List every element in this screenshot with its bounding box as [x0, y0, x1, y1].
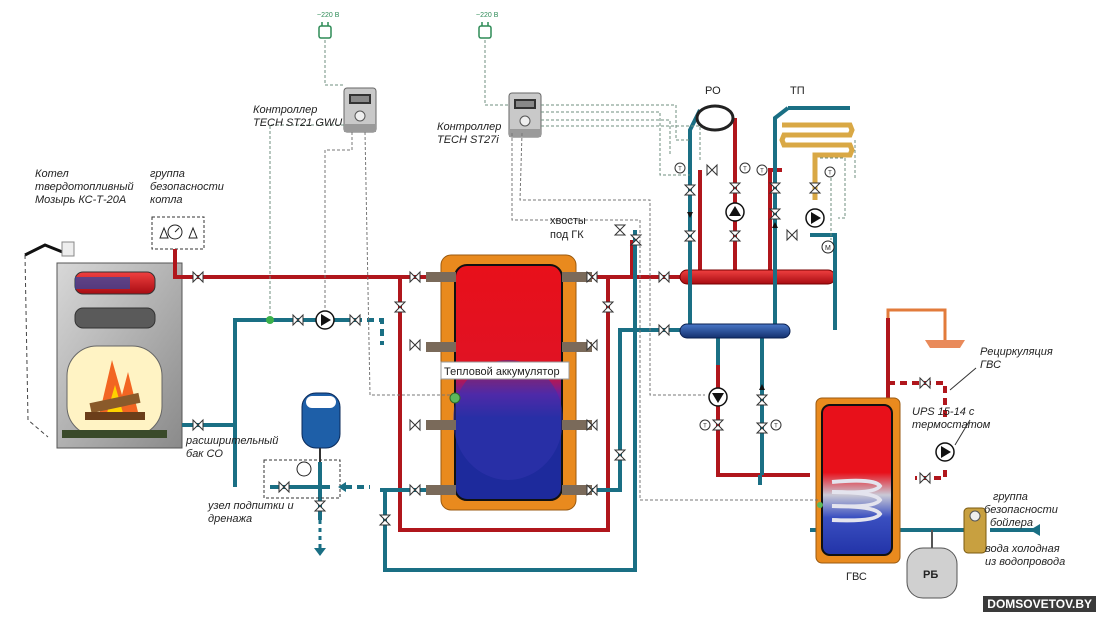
radiator-pump [725, 202, 745, 222]
power-label-2: ~220 В [476, 12, 499, 19]
heat-accumulator [426, 254, 592, 511]
boiler-safety-group [151, 216, 205, 250]
return-pipes [182, 106, 1040, 572]
boiler-sensor [266, 316, 274, 324]
cold-water-inlet-arrow [1030, 524, 1040, 536]
power-plug-icon [478, 22, 492, 39]
recirc-pump [935, 442, 955, 462]
boiler [24, 241, 183, 449]
dhw-safety-line2: безопасности [984, 504, 1058, 516]
watermark: DOMSOVETOV.BY [983, 596, 1096, 612]
motor-label: M [825, 245, 831, 252]
boiler-label-line3: Мозырь КС-Т-20А [35, 194, 126, 206]
boiler-label-line1: Котел [35, 168, 69, 180]
controller2-line2: TECH ST27i [437, 134, 499, 146]
radiator-label: РО [705, 85, 721, 97]
makeup-gauge-icon [296, 461, 312, 477]
cold-water-line1: вода холодная [985, 543, 1060, 555]
makeup-arrow [338, 482, 346, 492]
check-valve [687, 212, 693, 218]
controller1-line1: Контроллер [253, 104, 317, 116]
ups-pump-line2: термостатом [912, 419, 991, 431]
boiler-safety-line2: безопасности [150, 181, 224, 193]
controller1-line2: TECH ST21 GWU [253, 117, 342, 129]
ups-pump-line1: UPS 15-14 с [912, 406, 975, 418]
floor-heating-coil [779, 106, 855, 200]
dhw-safety-group [963, 507, 987, 554]
dhw-safety-line1: группа [993, 491, 1028, 503]
shower-head-icon [925, 340, 965, 348]
dhw-recirc-line2: ГВС [980, 359, 1001, 371]
expansion-tank [301, 392, 341, 462]
makeup-line2: дренажа [208, 513, 252, 525]
power-label-1: ~220 В [317, 12, 340, 19]
check-valve [772, 222, 778, 228]
boiler-safety-line1: группа [150, 168, 185, 180]
expansion-tank-line2: бак СО [186, 448, 223, 460]
hot-collector [679, 269, 836, 285]
dhw-shower-pipe [886, 308, 947, 330]
control-wiring [269, 40, 856, 501]
makeup-line1: узел подпитки и [207, 500, 294, 512]
controller-st21 [343, 87, 377, 133]
mixing-valve-motor [821, 240, 835, 254]
floor-pump [805, 208, 825, 228]
dhw-recirc-line1: Рециркуляция [980, 346, 1053, 358]
tails-line2: под ГК [550, 229, 584, 241]
dhw-safety-line3: бойлера [990, 517, 1033, 529]
controller2-line1: Контроллер [437, 121, 501, 133]
buffer-vessel [906, 530, 958, 599]
accumulator-sensor [449, 392, 461, 404]
dhw-label: ГВС [846, 571, 867, 583]
dhw-boiler [815, 397, 901, 564]
boiler-safety-line3: котла [150, 194, 183, 206]
controller-st27i [508, 92, 542, 138]
leader-line [949, 367, 977, 391]
dhw-load-pump [708, 387, 728, 407]
accumulator-label: Тепловой аккумулятор [444, 366, 560, 378]
cold-water-line2: из водопровода [985, 556, 1065, 568]
radiator-icon [695, 104, 735, 132]
return-collector [679, 323, 791, 339]
tails-line1: хвосты [550, 215, 586, 227]
boiler-label-line2: твердотопливный [35, 181, 134, 193]
makeup-node-box [263, 459, 341, 499]
floor-heating-label: ТП [790, 85, 805, 97]
expansion-tank-line1: расширительный [185, 435, 278, 447]
buffer-vessel-label: РБ [923, 569, 938, 581]
power-plug-icon [318, 22, 332, 39]
leader-line [954, 419, 971, 446]
accumulator-label-box [440, 361, 570, 380]
boiler-pump [315, 310, 335, 330]
check-valve [759, 384, 765, 390]
